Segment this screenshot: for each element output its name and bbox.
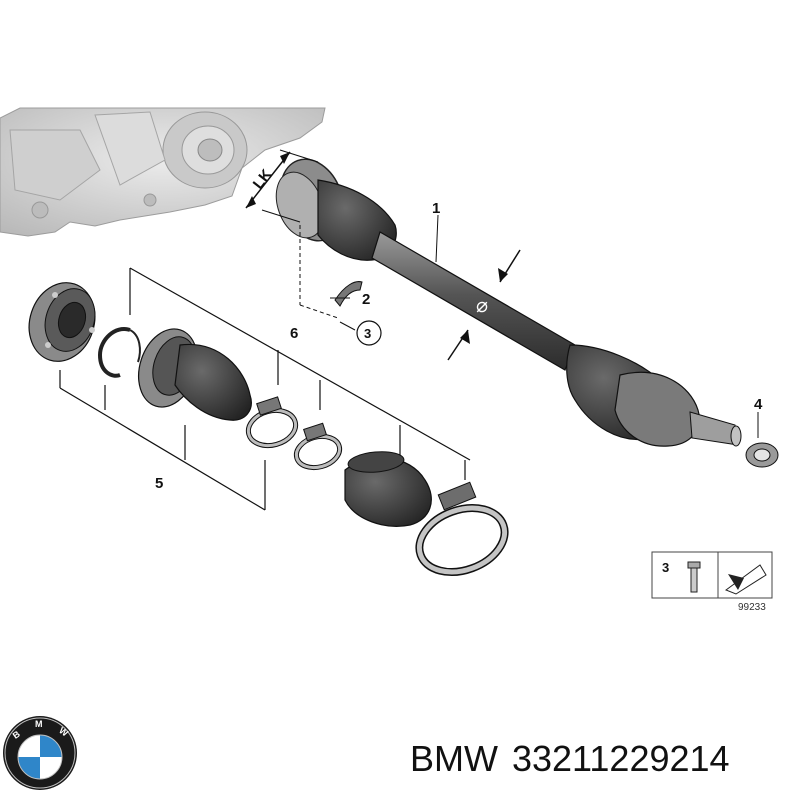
drive-shaft-assembly (275, 158, 742, 447)
inner-boot (138, 328, 252, 421)
clamp-band-2 (293, 422, 343, 471)
callout-2: 2 (362, 291, 370, 308)
part-number: 33211229214 (511, 738, 730, 779)
inset-item-number: 3 (662, 560, 669, 575)
circlip (97, 327, 141, 378)
callout-6: 6 (290, 325, 298, 342)
clamp-band-large (415, 481, 509, 576)
clamp-band-1 (245, 396, 299, 449)
bmw-logo: B M W (3, 716, 77, 790)
callout-1: 1 (432, 200, 440, 217)
diameter-symbol-label: ⌀ (476, 295, 488, 317)
diameter-indicator: ⌀ (447, 249, 521, 361)
inset-legend-box (651, 551, 773, 599)
svg-text:M: M (35, 719, 43, 729)
callout-3: 3 (364, 326, 371, 341)
inset-reference-code: 99233 (738, 602, 766, 613)
callout-3-circle (356, 320, 382, 346)
length-symbol-label: LK (250, 166, 276, 192)
part-caption: BMW 33211229214 (410, 738, 730, 780)
axle-nut (745, 412, 779, 468)
outer-boot (344, 451, 432, 527)
differential-housing (0, 107, 326, 237)
svg-text:B: B (11, 729, 22, 741)
kit-bracket-lines (59, 267, 471, 511)
callout-4: 4 (754, 396, 763, 413)
brand-name: BMW (410, 738, 498, 779)
callout-5: 5 (155, 475, 163, 492)
clip-part (299, 225, 363, 331)
joint-flange-cover (28, 282, 96, 362)
